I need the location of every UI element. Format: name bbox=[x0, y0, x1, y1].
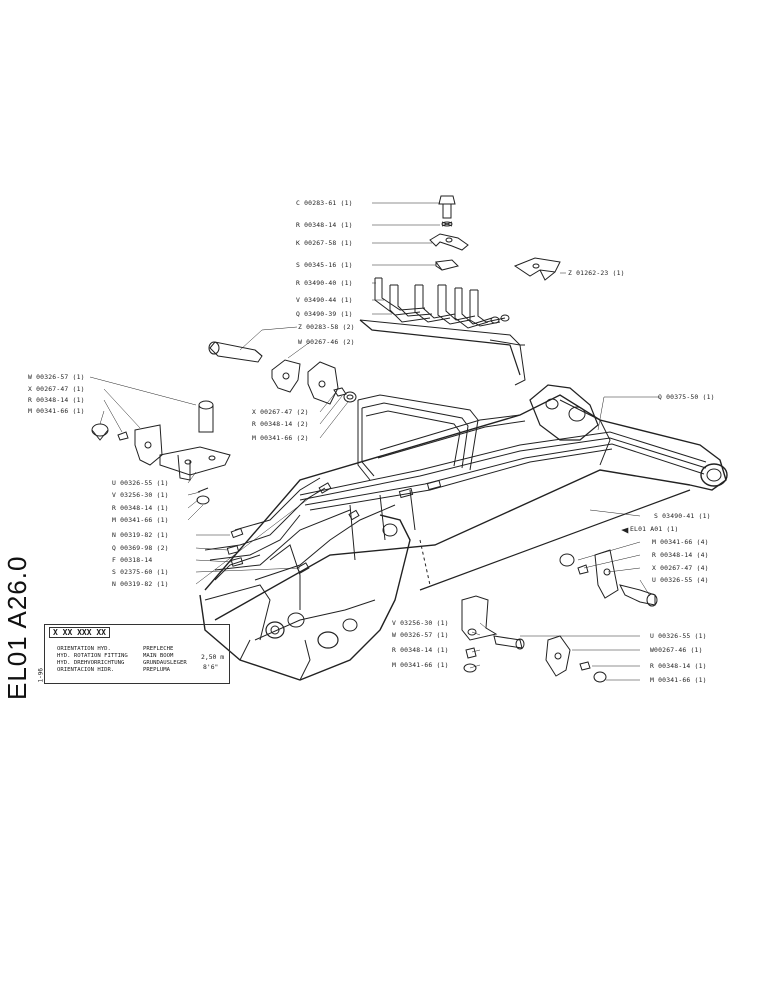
callout-label: R 00348-14 (1) bbox=[392, 646, 449, 654]
callout-label: Q 03490-39 (1) bbox=[296, 310, 353, 318]
callout-label: R 00348-14 (1) bbox=[112, 504, 169, 512]
callout-label: X 00267-47 (1) bbox=[28, 385, 85, 393]
callout-label: M 00341-66 (4) bbox=[652, 538, 709, 546]
callout-label: R 00348-14 (1) bbox=[296, 221, 353, 229]
callout-label: W00267-46 (1) bbox=[650, 646, 703, 654]
left-clamp-assembly bbox=[91, 400, 231, 505]
callout-label: W 00326-57 (1) bbox=[28, 373, 85, 381]
title-line: GRUNDAUSLEGER bbox=[143, 660, 187, 666]
callout-label: U 00326-55 (1) bbox=[650, 632, 707, 640]
callout-label: V 03490-44 (1) bbox=[296, 296, 353, 304]
callout-label: U 00326-55 (4) bbox=[652, 576, 709, 584]
dimension-metric: 2,50 m bbox=[201, 653, 225, 661]
callout-label: K 00267-58 (1) bbox=[296, 239, 353, 247]
callout-label: Z 01262-23 (1) bbox=[568, 269, 625, 277]
title-line: HYD. ROTATION FITTING bbox=[57, 653, 128, 659]
rotation-fitting-assembly bbox=[208, 195, 561, 405]
callout-label: M 00341-66 (1) bbox=[112, 516, 169, 524]
callout-label: N 00319-82 (1) bbox=[112, 531, 169, 539]
callout-label: R 00348-14 (4) bbox=[652, 551, 709, 559]
title-line: PREPLUMA bbox=[143, 667, 170, 673]
callout-label: R 03490-40 (1) bbox=[296, 279, 353, 287]
main-boom bbox=[199, 384, 728, 681]
leader-lines bbox=[89, 202, 660, 681]
callout-label: EL01 A01 (1) bbox=[630, 525, 679, 533]
callout-label: Z 00283-58 (2) bbox=[298, 323, 355, 331]
drawing-number: EL01 A26.0 bbox=[2, 555, 32, 700]
callout-label: C 00283-61 (1) bbox=[296, 199, 353, 207]
callout-label: F 00318-14 bbox=[112, 556, 153, 564]
callout-label: S 03490-41 (1) bbox=[654, 512, 711, 520]
dimension-imperial: 8'6" bbox=[203, 663, 219, 671]
title-line: ORIENTACION HIDR. bbox=[57, 667, 115, 673]
right-clamp-assembly bbox=[461, 549, 658, 683]
callout-label: S 00345-16 (1) bbox=[296, 261, 353, 269]
callout-label: S 02375-60 (1) bbox=[112, 568, 169, 576]
page-reference: 1-96 bbox=[37, 668, 45, 683]
callout-label: W 00267-46 (2) bbox=[298, 338, 355, 346]
callout-label: X 00267-47 (4) bbox=[652, 564, 709, 572]
callout-label: R 00348-14 (1) bbox=[28, 396, 85, 404]
callout-label: V 03256-30 (1) bbox=[112, 491, 169, 499]
callout-label: R 00348-14 (1) bbox=[650, 662, 707, 670]
callout-label: W 00326-57 (1) bbox=[392, 631, 449, 639]
title-block: X XX XXX XX ORIENTATION HYD. HYD. ROTATI… bbox=[38, 624, 230, 684]
title-code: X XX XXX XX bbox=[49, 627, 110, 638]
reference-arrow-icon bbox=[621, 527, 629, 534]
callout-label: V 03256-30 (1) bbox=[392, 619, 449, 627]
callout-label: M 00341-66 (2) bbox=[252, 434, 309, 442]
title-line: MAIN BOOM bbox=[143, 653, 174, 659]
callout-label: M 00341-66 (1) bbox=[650, 676, 707, 684]
callout-label: U 00326-55 (1) bbox=[112, 479, 169, 487]
title-line: PREFLECHE bbox=[143, 646, 174, 652]
title-line: ORIENTATION HYD. bbox=[57, 646, 111, 652]
callout-label: M 00341-66 (1) bbox=[392, 661, 449, 669]
callout-label: X 00267-47 (2) bbox=[252, 408, 309, 416]
callout-label: R 00348-14 (2) bbox=[252, 420, 309, 428]
callout-label: N 00319-82 (1) bbox=[112, 580, 169, 588]
callout-label: Q 00375-50 (1) bbox=[658, 393, 715, 401]
callout-label: M 00341-66 (1) bbox=[28, 407, 85, 415]
title-line: HYD. DREHVORRICHTUNG bbox=[57, 660, 125, 666]
callout-label: Q 00369-98 (2) bbox=[112, 544, 169, 552]
